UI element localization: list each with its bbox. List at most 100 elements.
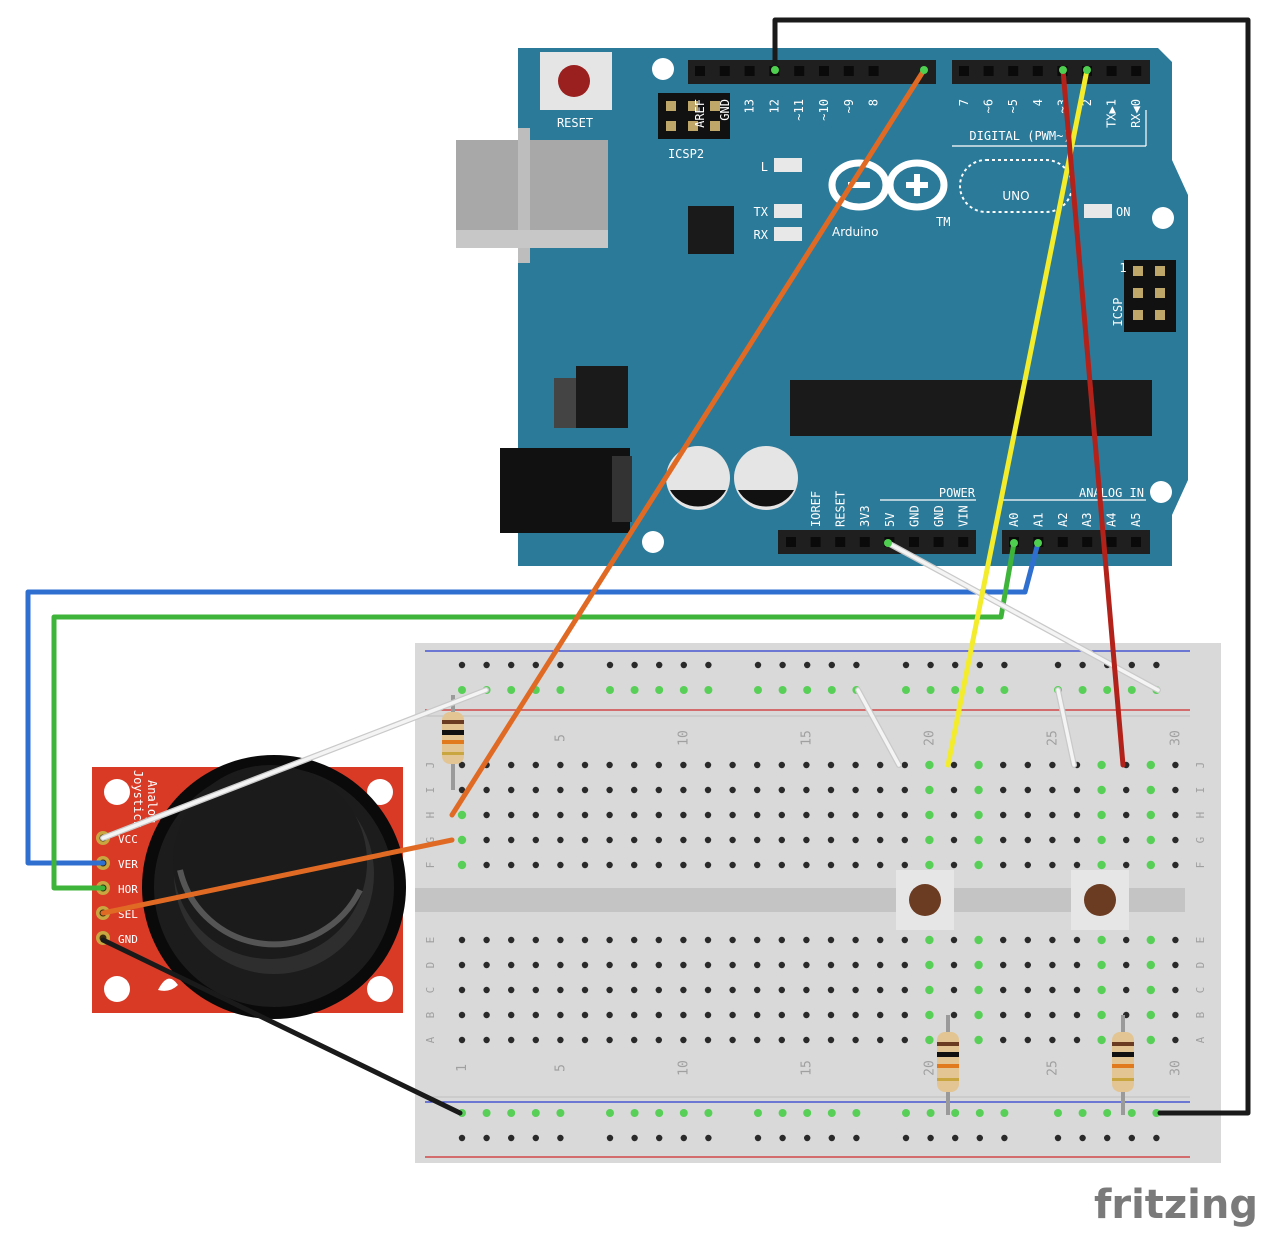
header-pin[interactable] [859,537,870,547]
breadboard-hole[interactable] [483,961,490,969]
breadboard-hole[interactable] [508,836,515,844]
breadboard-hole[interactable] [483,936,490,944]
breadboard-hole[interactable] [852,786,859,794]
breadboard-hole[interactable] [1000,1011,1007,1019]
breadboard-hole[interactable] [877,936,884,944]
breadboard-hole[interactable] [778,811,785,819]
breadboard-hole[interactable] [1146,960,1156,970]
rail-hole[interactable] [655,1109,664,1117]
breadboard-hole[interactable] [901,786,908,794]
header-pin[interactable] [1008,66,1019,76]
breadboard-hole[interactable] [950,861,958,869]
breadboard-hole[interactable] [458,961,466,969]
breadboard-hole[interactable] [1172,1011,1179,1019]
breadboard-hole[interactable] [1000,936,1007,944]
breadboard-hole[interactable] [1049,961,1056,969]
breadboard-hole[interactable] [606,986,613,994]
header-pin[interactable] [958,537,969,547]
rail-hole[interactable] [655,686,664,694]
breadboard-hole[interactable] [877,961,884,969]
breadboard-hole[interactable] [1049,986,1056,994]
breadboard-hole[interactable] [606,786,613,794]
rail-hole[interactable] [483,1134,490,1142]
rail-hole[interactable] [507,1109,516,1117]
breadboard-hole[interactable] [877,1011,884,1019]
breadboard-hole[interactable] [655,861,662,869]
breadboard-hole[interactable] [729,1036,736,1044]
breadboard-hole[interactable] [1123,861,1130,869]
rail-hole[interactable] [952,1134,959,1142]
breadboard-hole[interactable] [483,986,490,994]
breadboard-hole[interactable] [704,861,712,869]
breadboard-hole[interactable] [1073,861,1081,869]
rail-hole[interactable] [804,1134,811,1142]
rail-hole[interactable] [779,661,786,669]
breadboard-hole[interactable] [1123,936,1130,944]
breadboard-hole[interactable] [1172,861,1179,869]
breadboard-hole[interactable] [1097,985,1106,995]
breadboard-hole[interactable] [1024,1036,1032,1044]
rail-hole[interactable] [631,1134,638,1142]
breadboard-hole[interactable] [925,985,934,995]
breadboard-hole[interactable] [1000,1036,1007,1044]
pushbutton-2[interactable] [1071,870,1129,930]
breadboard-hole[interactable] [729,761,736,769]
breadboard-hole[interactable] [852,986,859,994]
breadboard-hole[interactable] [1097,785,1106,795]
breadboard-hole[interactable] [557,811,564,819]
breadboard-hole[interactable] [704,1036,712,1044]
breadboard-hole[interactable] [655,811,662,819]
breadboard-hole[interactable] [1000,761,1007,769]
breadboard-hole[interactable] [1024,986,1032,994]
breadboard-hole[interactable] [557,861,564,869]
breadboard-hole[interactable] [1024,961,1032,969]
header-pin[interactable] [744,66,755,76]
breadboard-hole[interactable] [532,961,539,969]
rail-hole[interactable] [1000,1109,1009,1117]
reset-button-cap[interactable] [558,65,590,97]
rail-hole[interactable] [779,1134,786,1142]
breadboard-hole[interactable] [1000,986,1007,994]
breadboard-hole[interactable] [606,961,613,969]
breadboard-hole[interactable] [729,786,736,794]
rail-hole[interactable] [927,661,934,669]
breadboard-hole[interactable] [1024,936,1032,944]
rail-hole[interactable] [556,1109,565,1117]
breadboard-hole[interactable] [1073,1011,1081,1019]
breadboard-hole[interactable] [974,935,983,945]
rail-hole[interactable] [1128,1134,1136,1142]
header-pin[interactable] [1131,66,1142,76]
breadboard-hole[interactable] [827,961,835,969]
breadboard-hole[interactable] [457,810,467,820]
breadboard-hole[interactable] [974,810,983,820]
breadboard-hole[interactable] [852,861,859,869]
header-pin[interactable] [843,66,854,76]
header-pin[interactable] [1106,537,1117,547]
breadboard-hole[interactable] [778,786,785,794]
breadboard-hole[interactable] [581,1036,589,1044]
joystick-cap[interactable] [173,765,367,959]
rail-hole[interactable] [458,686,466,694]
rail-hole[interactable] [704,1109,713,1117]
breadboard-hole[interactable] [925,935,934,945]
rail-hole[interactable] [827,1109,836,1117]
rail-hole[interactable] [705,661,712,669]
breadboard-hole[interactable] [1073,1036,1081,1044]
breadboard-hole[interactable] [754,836,761,844]
breadboard-hole[interactable] [1146,1035,1156,1045]
rail-hole[interactable] [1079,661,1086,669]
breadboard-hole[interactable] [458,761,466,769]
breadboard-hole[interactable] [1049,1036,1056,1044]
breadboard-hole[interactable] [1146,760,1156,770]
breadboard-hole[interactable] [508,1011,515,1019]
breadboard-hole[interactable] [1146,1010,1156,1020]
breadboard-hole[interactable] [925,960,934,970]
breadboard-hole[interactable] [680,861,687,869]
rail-hole[interactable] [458,661,466,669]
rail-hole[interactable] [852,1109,861,1117]
breadboard-hole[interactable] [974,860,983,870]
rail-hole[interactable] [606,1109,614,1117]
rail-hole[interactable] [1078,1109,1087,1117]
breadboard-hole[interactable] [827,811,835,819]
breadboard-hole[interactable] [1146,985,1156,995]
